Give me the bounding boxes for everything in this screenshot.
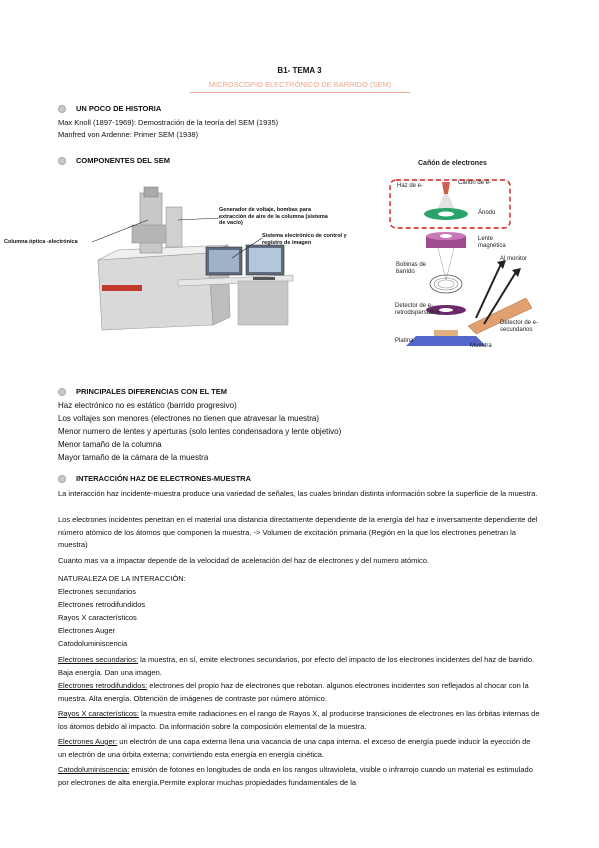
label-generador: Generador de voltaje, bombas para extrac… bbox=[219, 207, 328, 226]
diferencias-line: Mayor tamaño de la cámara de la muestra bbox=[58, 453, 209, 462]
page-subtitle: MICROSCOPIO ELECTRÓNICO DE BARRIDO (SEM) bbox=[208, 80, 392, 89]
definition-paragraph: Electrones retrodifundidos: electrones d… bbox=[58, 680, 540, 705]
naturaleza-item: Rayos X característicos bbox=[58, 613, 137, 622]
section-diferencias-heading: PRINCIPALES DIFERENCIAS CON EL TEM bbox=[58, 387, 227, 396]
definition-term: Electrones Auger: bbox=[58, 737, 118, 746]
interaccion-paragraph: Los electrones incidentes penetran en el… bbox=[58, 515, 538, 549]
label-haz: Haz de e- bbox=[397, 183, 424, 189]
label-columna: Columna óptica -electrónica bbox=[4, 239, 78, 245]
label-muestra: Muestra bbox=[470, 343, 492, 349]
definition-text: emisión de fotones en longitudes de onda… bbox=[58, 765, 533, 787]
subtitle-rule bbox=[190, 92, 410, 93]
definition-text: electrones del propio haz de electrones … bbox=[58, 681, 529, 703]
label-secund: Detector de e- secundarios bbox=[500, 320, 539, 333]
naturaleza-item: Catodoluminiscencia bbox=[58, 639, 128, 648]
page-title: B1- TEMA 3 bbox=[277, 66, 322, 75]
definition-text: la muestra emite radiaciones en el rango… bbox=[58, 709, 540, 731]
sem-photo-drawing bbox=[88, 185, 298, 335]
bullet-icon bbox=[58, 474, 66, 483]
definition-term: Catodoluminiscencia: bbox=[58, 765, 130, 774]
historia-line: Manfred von Ardenne: Primer SEM (1938) bbox=[58, 130, 199, 139]
label-retro: Detector de e- retrodispersados bbox=[395, 303, 440, 316]
definition-text: un electrón de una capa externa llena un… bbox=[58, 737, 531, 759]
naturaleza-item: Electrones Auger bbox=[58, 626, 116, 635]
diferencias-line: Haz electrónico no es estático (barrido … bbox=[58, 401, 237, 410]
definition-term: Electrones secundarios: bbox=[58, 655, 139, 664]
definition-paragraph: Electrones secundarios: la muestra, en s… bbox=[58, 654, 540, 679]
bullet-icon bbox=[58, 156, 66, 165]
section-historia-heading: UN POCO DE HISTORIA bbox=[58, 104, 161, 113]
historia-line: Max Knoll (1897-1969): Demostración de l… bbox=[58, 118, 279, 127]
diferencias-line: Los voltajes son menores (electrones no … bbox=[58, 414, 320, 423]
label-lente: Lente magnética bbox=[478, 236, 506, 249]
diagram-title: Cañón de electrones bbox=[418, 160, 487, 167]
label-bobinas: Bobinas de barrido bbox=[396, 262, 427, 275]
definition-paragraph: Electrones Auger: un electrón de una cap… bbox=[58, 736, 540, 761]
label-platina: Platina bbox=[395, 338, 414, 344]
electron-gun-diagram bbox=[389, 179, 533, 346]
sem-photo bbox=[88, 185, 298, 335]
definition-text: la muestra, en sí, emite electrones secu… bbox=[58, 655, 535, 677]
label-anodo: Ánodo bbox=[478, 210, 496, 216]
naturaleza-item: Electrones retrodifundidos bbox=[58, 600, 146, 609]
bullet-icon bbox=[58, 104, 66, 113]
interaccion-paragraph: Cuanto mas va a impactar depende de la v… bbox=[58, 556, 430, 565]
definition-paragraph: Catodoluminiscencia: emisión de fotones … bbox=[58, 764, 540, 789]
label-monitor: Al monitor bbox=[500, 256, 528, 262]
interaccion-paragraph: La interacción haz incidente-muestra pro… bbox=[58, 489, 538, 498]
naturaleza-heading: NATURALEZA DE LA INTERACCIÓN: bbox=[58, 574, 186, 583]
definition-term: Electrones retrodifundidos: bbox=[58, 681, 148, 690]
naturaleza-item: Electrones secundarios bbox=[58, 587, 136, 596]
bullet-icon bbox=[58, 387, 66, 396]
section-componentes-heading: COMPONENTES DEL SEM bbox=[58, 156, 170, 165]
diferencias-line: Menor tamaño de la columna bbox=[58, 440, 162, 449]
definition-term: Rayos X característicos: bbox=[58, 709, 139, 718]
diferencias-line: Menor numero de lentes y aperturas (solo… bbox=[58, 427, 342, 436]
label-canon-e: Cañón de e- bbox=[458, 180, 492, 186]
label-sistema: Sistema electrónico de control y registr… bbox=[262, 233, 347, 246]
section-interaccion-heading: INTERACCIÓN HAZ DE ELECTRONES-MUESTRA bbox=[58, 474, 251, 483]
definition-paragraph: Rayos X característicos: la muestra emit… bbox=[58, 708, 540, 733]
